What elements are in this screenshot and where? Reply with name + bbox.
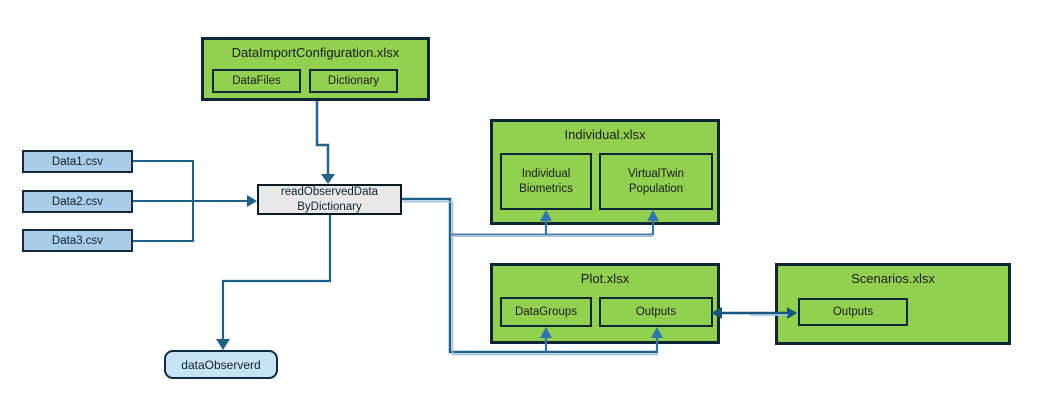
sheet-box-plot-outputs: Outputs: [599, 297, 713, 327]
sheet-box-individual-biometrics: Individual Biometrics: [500, 153, 592, 210]
sheet-box-datafiles: DataFiles: [212, 69, 301, 93]
function-label-line1: readObservedData: [280, 186, 379, 199]
connector-function-to-result: [216, 215, 332, 350]
file-title-data-import-configuration: DataImportConfiguration.xlsx: [231, 45, 400, 60]
result-box-data-observed: dataObserverd: [164, 350, 278, 379]
function-box-read-observed-data: readObservedData ByDictionary: [257, 184, 402, 215]
sheet-box-datagroups: DataGroups: [500, 297, 592, 327]
file-title-scenarios: Scenarios.xlsx: [851, 271, 935, 286]
csv-box-data3: Data3.csv: [22, 229, 133, 252]
sheet-box-virtualtwin-population: VirtualTwin Population: [599, 153, 713, 210]
sheet-box-dictionary: Dictionary: [309, 69, 398, 93]
csv-box-data1: Data1.csv: [22, 150, 133, 173]
sheet-box-scenarios-outputs: Outputs: [798, 298, 908, 326]
file-title-plot: Plot.xlsx: [580, 271, 630, 286]
connector-csv-to-function: [133, 160, 257, 242]
function-label-line2: ByDictionary: [297, 200, 362, 213]
csv-box-data2: Data2.csv: [22, 190, 133, 213]
connector-config-to-function: [315, 101, 335, 184]
file-title-individual: Individual.xlsx: [564, 127, 646, 142]
